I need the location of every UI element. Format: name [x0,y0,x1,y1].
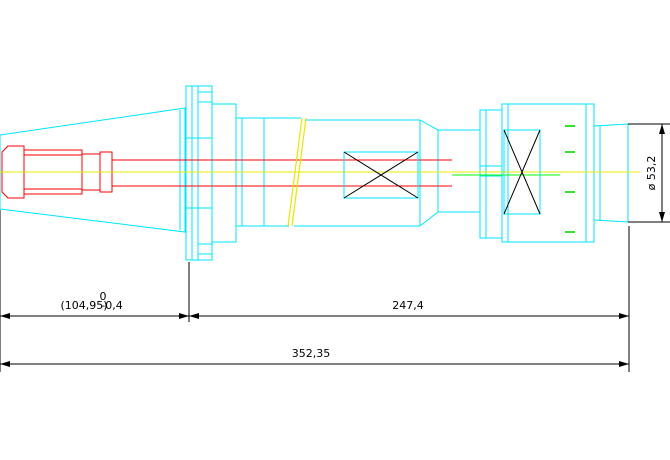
bearing-box-2 [503,129,541,215]
break-line [287,117,307,227]
middle-length-label: 247,4 [392,299,424,312]
bearing-box-1 [343,151,419,199]
flange-outer [185,85,213,261]
neck-taper-bottom [419,211,480,227]
tolerance-lower: -0,4 [101,299,122,312]
dimension-lines [0,123,670,372]
tolerance-upper: 0 [100,290,107,303]
neck-taper-top [419,119,480,131]
collet-thread [1,145,452,199]
bearing-cross-1 [343,151,419,199]
taper-cone [0,107,186,233]
total-length-label: 352,35 [292,347,331,360]
nut-main [501,103,595,243]
end-cap [593,123,629,223]
flange-collar [211,103,237,243]
collet-tip [1,145,25,199]
tool-holder-outline [0,85,629,261]
bearing-cross-2 [503,129,541,215]
green-ticks [565,125,575,233]
left-length-label: (104,95) [60,299,107,312]
nut-left [479,109,503,239]
dimension-arrows [0,124,665,367]
flange-groove-bottom [197,243,213,255]
flange-groove-top [197,91,213,103]
diameter-label: ø 53,2 [645,156,658,191]
